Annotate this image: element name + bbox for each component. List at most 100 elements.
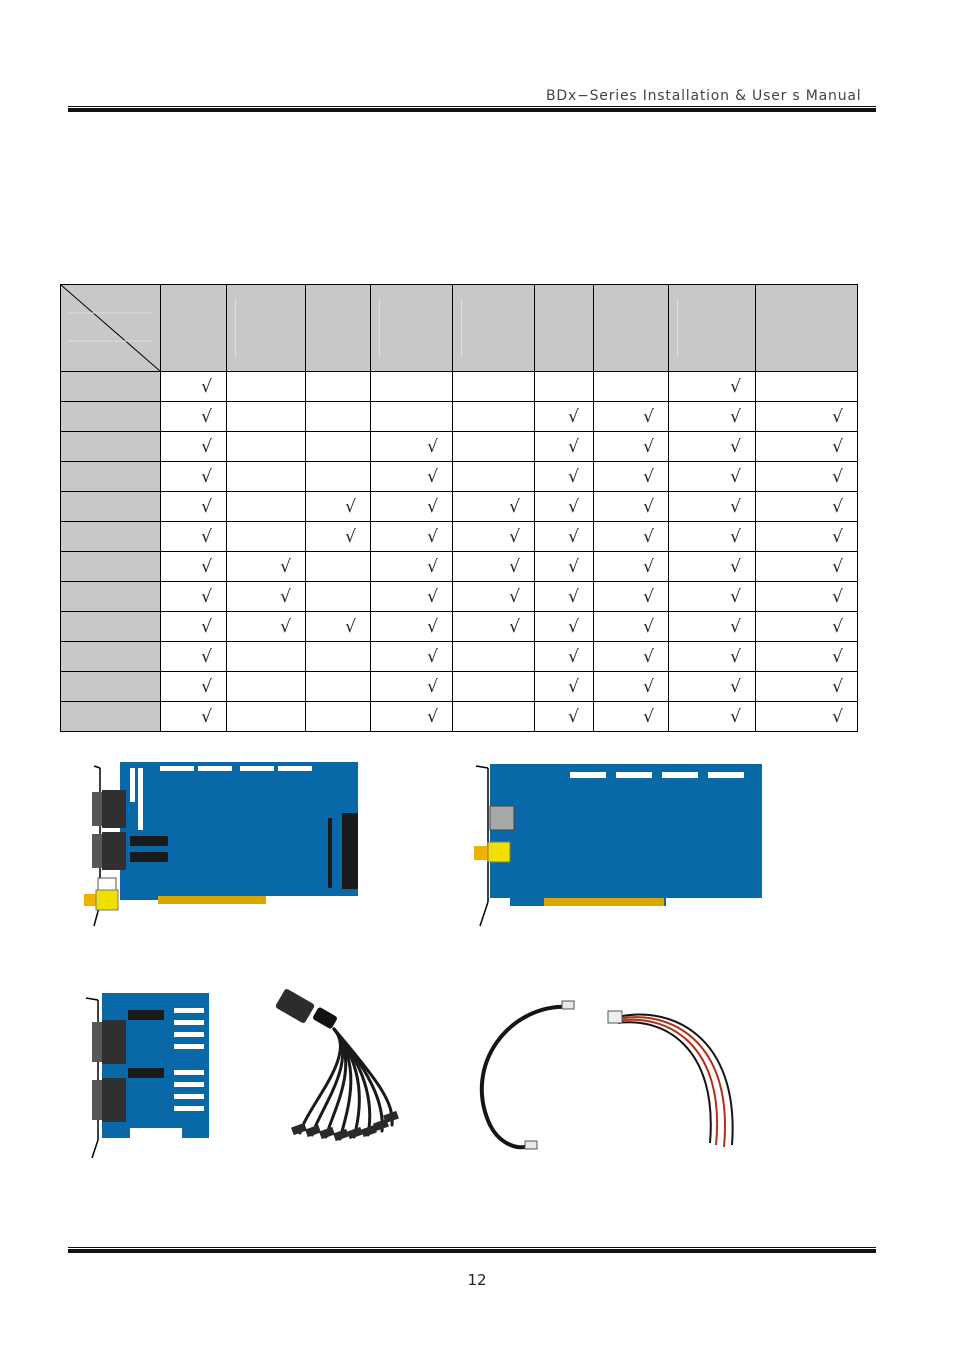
- column-header-9: [755, 284, 858, 372]
- check-mark: √: [668, 521, 756, 552]
- secondary-capture-board-image: [474, 764, 762, 927]
- check-mark: √: [305, 611, 371, 642]
- check-mark: √: [226, 581, 306, 612]
- table-row: √√√√√√: [60, 641, 858, 672]
- main-capture-board-image: [84, 762, 358, 927]
- empty-cell: [305, 401, 371, 432]
- check-mark: √: [534, 431, 594, 462]
- bnc-breakout-cable-image: [275, 989, 399, 1142]
- row-header-cell: [60, 491, 161, 522]
- check-mark: √: [593, 701, 669, 732]
- table-row: √√√√√√√√: [60, 491, 858, 522]
- column-header-8: [668, 284, 756, 372]
- empty-cell: [226, 701, 306, 732]
- check-mark: √: [593, 401, 669, 432]
- check-mark: √: [305, 491, 371, 522]
- check-mark: √: [534, 521, 594, 552]
- empty-cell: [226, 521, 306, 552]
- check-mark: √: [452, 491, 535, 522]
- table-row: √√√√√√√√: [60, 521, 858, 552]
- empty-cell: [452, 671, 535, 702]
- table-row: √√: [60, 371, 858, 402]
- row-header-cell: [60, 461, 161, 492]
- footer-rule-thick: [68, 1249, 876, 1253]
- check-mark: √: [452, 611, 535, 642]
- check-mark: √: [370, 641, 453, 672]
- row-header-cell: [60, 371, 161, 402]
- check-mark: √: [370, 581, 453, 612]
- check-mark: √: [593, 461, 669, 492]
- check-mark: √: [160, 401, 227, 432]
- check-mark: √: [668, 641, 756, 672]
- table-row: √√√√√√: [60, 671, 858, 702]
- check-mark: √: [370, 431, 453, 462]
- check-mark: √: [668, 431, 756, 462]
- footer-rule-thin: [68, 1247, 876, 1248]
- empty-cell: [305, 551, 371, 582]
- row-header-cell: [60, 671, 161, 702]
- check-mark: √: [370, 701, 453, 732]
- table-row: √√√√√√: [60, 461, 858, 492]
- empty-cell: [226, 431, 306, 462]
- check-mark: √: [370, 611, 453, 642]
- interconnect-cables-image: [479, 1000, 734, 1150]
- empty-cell: [305, 371, 371, 402]
- row-header-cell: [60, 701, 161, 732]
- check-mark: √: [160, 611, 227, 642]
- check-mark: √: [534, 611, 594, 642]
- check-mark: √: [534, 461, 594, 492]
- check-mark: √: [755, 671, 858, 702]
- check-mark: √: [370, 521, 453, 552]
- check-mark: √: [755, 521, 858, 552]
- empty-cell: [226, 461, 306, 492]
- check-mark: √: [452, 581, 535, 612]
- table-corner-cell: [60, 284, 161, 372]
- check-mark: √: [534, 641, 594, 672]
- check-mark: √: [593, 521, 669, 552]
- row-header-cell: [60, 551, 161, 582]
- column-header-5: [452, 284, 535, 372]
- empty-cell: [534, 371, 594, 402]
- check-mark: √: [226, 611, 306, 642]
- check-mark: √: [534, 701, 594, 732]
- table-row: √√√√√√√√√: [60, 611, 858, 642]
- table-row: √√√√√√: [60, 701, 858, 732]
- check-mark: √: [668, 371, 756, 402]
- check-mark: √: [593, 611, 669, 642]
- check-mark: √: [534, 551, 594, 582]
- check-mark: √: [160, 431, 227, 462]
- check-mark: √: [160, 461, 227, 492]
- column-header-4: [370, 284, 453, 372]
- check-mark: √: [305, 521, 371, 552]
- check-mark: √: [755, 461, 858, 492]
- check-mark: √: [593, 551, 669, 582]
- check-mark: √: [755, 491, 858, 522]
- empty-cell: [370, 401, 453, 432]
- check-mark: √: [370, 551, 453, 582]
- empty-cell: [370, 371, 453, 402]
- empty-cell: [452, 461, 535, 492]
- table-row: √√√√√√: [60, 431, 858, 462]
- column-header-7: [593, 284, 669, 372]
- empty-cell: [226, 491, 306, 522]
- row-header-cell: [60, 581, 161, 612]
- check-mark: √: [668, 461, 756, 492]
- table-row: √√√√√√√√: [60, 581, 858, 612]
- header-rule-thick: [68, 108, 876, 112]
- check-mark: √: [668, 491, 756, 522]
- check-mark: √: [160, 701, 227, 732]
- empty-cell: [226, 401, 306, 432]
- column-header-2: [226, 284, 306, 372]
- check-mark: √: [226, 551, 306, 582]
- compatibility-table: √√√√√√√√√√√√√√√√√√√√√√√√√√√√√√√√√√√√√√√√…: [60, 284, 858, 732]
- row-header-cell: [60, 521, 161, 552]
- expansion-board-image: [85, 993, 209, 1159]
- check-mark: √: [534, 401, 594, 432]
- check-mark: √: [593, 491, 669, 522]
- empty-cell: [452, 701, 535, 732]
- check-mark: √: [668, 671, 756, 702]
- check-mark: √: [160, 491, 227, 522]
- empty-cell: [305, 641, 371, 672]
- check-mark: √: [452, 551, 535, 582]
- empty-cell: [305, 701, 371, 732]
